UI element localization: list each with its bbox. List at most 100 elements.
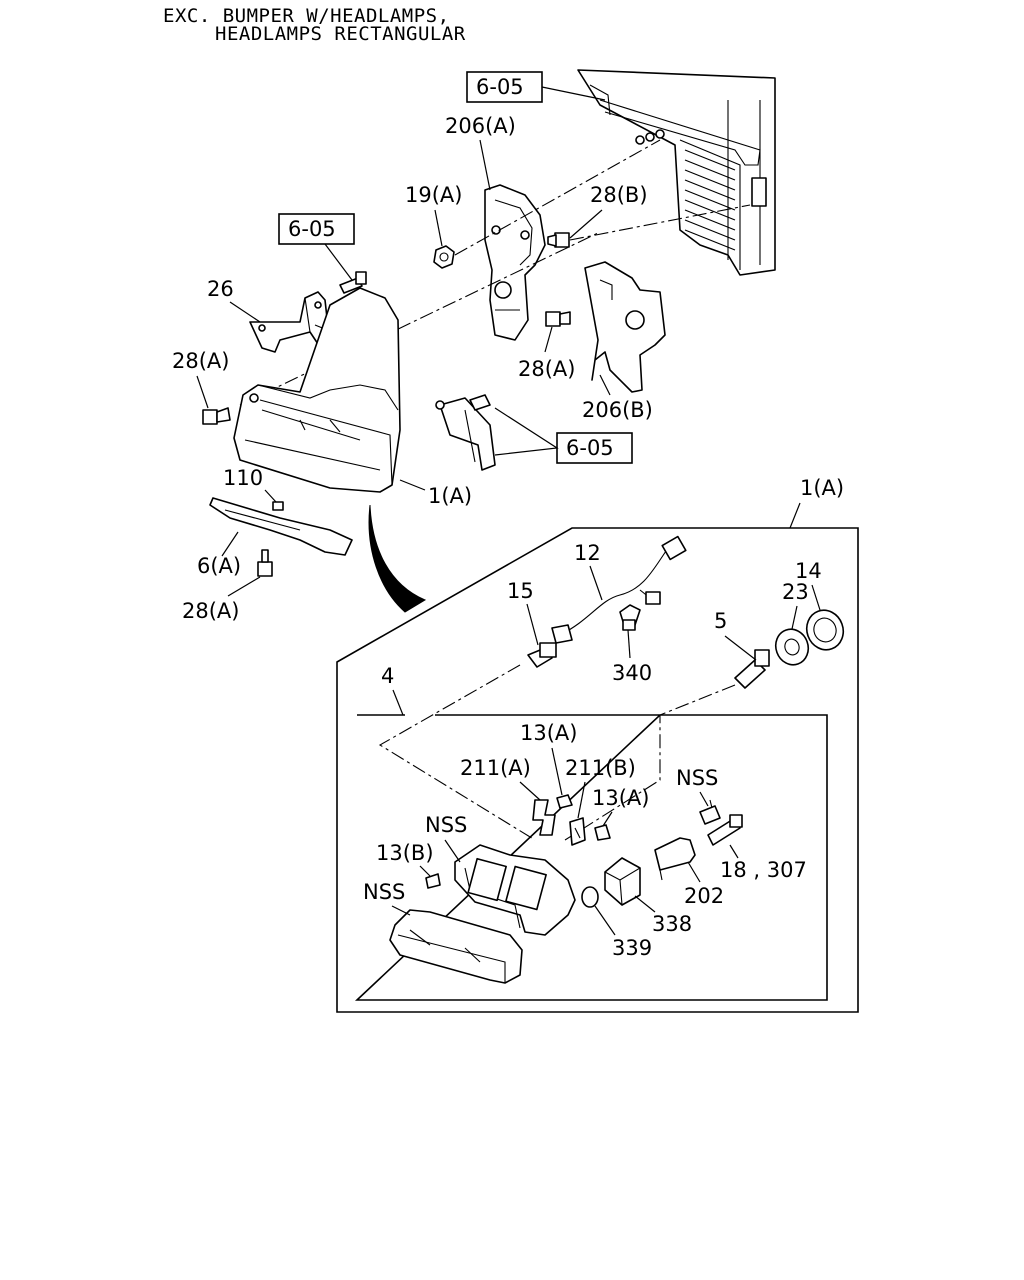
detail-box-1a xyxy=(336,527,859,1013)
leader-13a-right xyxy=(602,811,613,827)
leader-13b xyxy=(419,865,431,877)
label-4: 4 xyxy=(381,664,394,688)
detail-arrow-icon xyxy=(368,504,427,613)
leader-28b xyxy=(569,209,603,239)
leader-340 xyxy=(627,629,631,659)
label-206b: 206(B) xyxy=(582,398,653,422)
ref-box-6-05-left[interactable]: 6-05 xyxy=(278,213,355,245)
leader-211b xyxy=(577,781,586,819)
label-339: 339 xyxy=(612,936,652,960)
leader-339 xyxy=(594,905,616,936)
ring-14 xyxy=(805,609,845,651)
leader-26 xyxy=(229,301,261,323)
label-15: 15 xyxy=(507,579,534,603)
label-13b: 13(B) xyxy=(376,841,434,865)
leader-202 xyxy=(687,861,701,883)
leader-nss-mid xyxy=(444,839,461,863)
bolt-28a-bottom xyxy=(257,549,273,577)
leader-1a-detail xyxy=(789,502,801,529)
bracket-202 xyxy=(654,837,696,881)
label-202: 202 xyxy=(684,884,724,908)
label-1a-detail: 1(A) xyxy=(800,476,844,500)
label-28b: 28(B) xyxy=(590,183,648,207)
label-13a-top: 13(A) xyxy=(520,721,577,745)
ref-box-6-05-mid[interactable]: 6-05 xyxy=(556,432,633,464)
leader-5 xyxy=(724,635,757,661)
leader-28a-left xyxy=(196,375,209,409)
label-28a-left: 28(A) xyxy=(172,349,229,373)
leader-ref-left xyxy=(324,243,353,281)
label-211b: 211(B) xyxy=(565,756,636,780)
bolt-28a-left xyxy=(202,407,231,425)
o-ring-339 xyxy=(581,886,599,908)
ref-box-6-05-mid-label: 6-05 xyxy=(566,436,614,460)
screw-nss-top xyxy=(699,799,721,825)
vehicle-front-structure xyxy=(577,69,776,276)
ring-23 xyxy=(774,628,810,666)
bolt-28b xyxy=(547,232,570,248)
bolt-near-26 xyxy=(339,271,367,294)
label-14: 14 xyxy=(795,559,822,583)
chain-line-2 xyxy=(569,204,751,241)
ref-box-6-05-top[interactable]: 6-05 xyxy=(466,71,543,103)
leader-14 xyxy=(811,584,821,611)
label-19a: 19(A) xyxy=(405,183,462,207)
leader-19a xyxy=(434,209,443,247)
chain-line-detail-2 xyxy=(564,684,736,841)
chain-line-3 xyxy=(239,231,601,406)
leader-28a-bottom xyxy=(227,576,261,597)
leader-12 xyxy=(589,565,603,601)
label-6a: 6(A) xyxy=(197,554,241,578)
ref-box-6-05-top-label: 6-05 xyxy=(476,75,524,99)
clip-110 xyxy=(272,501,284,511)
label-26: 26 xyxy=(207,277,234,301)
leader-13a-top xyxy=(551,747,563,796)
ref-box-6-05-left-label: 6-05 xyxy=(288,217,336,241)
label-nss-mid: NSS xyxy=(425,813,467,837)
label-5: 5 xyxy=(714,609,727,633)
leader-15 xyxy=(526,603,539,646)
leader-4 xyxy=(392,689,404,716)
header-line-2: HEADLAMPS RECTANGULAR xyxy=(215,23,466,45)
clip-211b xyxy=(569,817,586,846)
leader-28a-mid xyxy=(544,326,553,353)
inner-box-4 xyxy=(354,714,828,1001)
label-nss-lens: NSS xyxy=(363,880,405,904)
label-338: 338 xyxy=(652,912,692,936)
clip-13a-right xyxy=(594,824,611,841)
bulb-340 xyxy=(619,604,641,631)
leader-338 xyxy=(634,895,656,913)
headlamp-assembly-1a xyxy=(233,287,401,493)
bracket-206a xyxy=(484,184,546,341)
clip-13a-top xyxy=(556,794,573,809)
trim-strip-6a xyxy=(209,497,353,556)
lens-nss xyxy=(389,909,523,984)
label-206a: 206(A) xyxy=(445,114,516,138)
bracket-206b xyxy=(584,261,666,393)
label-1a: 1(A) xyxy=(428,484,472,508)
nut-19a xyxy=(433,245,455,269)
label-nss-top-right: NSS xyxy=(676,766,718,790)
leader-206a xyxy=(479,139,491,191)
clip-13b xyxy=(425,873,441,889)
leader-1a xyxy=(399,479,426,491)
leader-23 xyxy=(791,605,798,630)
leader-18-307 xyxy=(729,844,739,859)
label-28a-bottom: 28(A) xyxy=(182,599,239,623)
chain-line-detail-1 xyxy=(378,664,536,841)
bolt-28a-mid xyxy=(545,311,571,327)
socket-338 xyxy=(604,857,641,906)
header-line-1: EXC. BUMPER W/HEADLAMPS, xyxy=(163,5,450,27)
label-12: 12 xyxy=(574,541,601,565)
chain-line-1 xyxy=(454,139,661,256)
screw-18-307 xyxy=(707,814,743,846)
wire-harness-12 xyxy=(551,535,687,644)
leader-ref-mid xyxy=(494,407,559,456)
label-13a-right: 13(A) xyxy=(592,786,649,810)
leader-6a xyxy=(221,531,239,557)
label-211a: 211(A) xyxy=(460,756,531,780)
lamp-housing-nss xyxy=(454,844,576,936)
leader-ref-top xyxy=(541,86,606,101)
leader-211a xyxy=(519,781,541,801)
